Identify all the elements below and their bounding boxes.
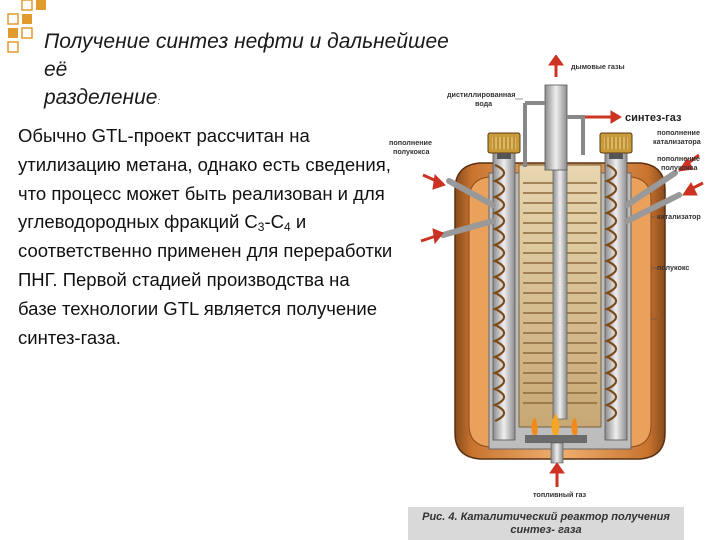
central-coil	[518, 164, 602, 428]
left-auger-tube	[492, 149, 516, 441]
label-semicoke: полукокс	[657, 263, 689, 272]
subscript-4: 4	[284, 220, 291, 235]
page-title: Получение синтез нефти и дальнейшее её р…	[44, 28, 464, 115]
body-text-part-1: Обычно GTL-проект рассчитан на утилизаци…	[18, 125, 391, 233]
flow-arrows	[420, 55, 704, 487]
label-distilled-water-2: вода	[475, 99, 493, 108]
chimney-pipe	[523, 84, 585, 171]
figure-caption: Рис. 4. Каталитический реактор получения…	[408, 507, 684, 540]
left-motor	[487, 132, 521, 159]
label-semicoke-feed-2: полукокса	[661, 163, 699, 172]
label-coke-feed-1: пополнение	[389, 138, 432, 147]
title-line-2: разделение	[44, 86, 158, 109]
label-semicoke-feed-1: пополнение	[657, 154, 700, 163]
right-motor	[599, 132, 633, 159]
corner-decoration	[7, 0, 46, 53]
burner-flames	[525, 413, 587, 464]
title-colon: :	[157, 96, 160, 106]
caption-line-2: синтез- газа	[510, 524, 582, 536]
body-paragraph: Обычно GTL-проект рассчитан на утилизаци…	[18, 122, 393, 352]
right-auger-tube	[604, 149, 628, 441]
label-catalyst-feed-1: пополнение	[657, 128, 700, 137]
body-text-part-2: и соответственно применен для переработк…	[18, 211, 393, 348]
label-catalyst: катализатор	[657, 212, 701, 221]
reactor-diagram: дымовые газы дистиллированная вода синте…	[389, 55, 704, 499]
subscript-3: 3	[257, 220, 265, 235]
title-line-1: Получение синтез нефти и дальнейшее её	[44, 30, 449, 81]
label-distilled-water-1: дистиллированная	[447, 90, 515, 99]
label-coke-feed-2: полукокса	[393, 147, 431, 156]
label-catalyst-feed-2: катализатора	[653, 137, 702, 146]
leader-lines	[515, 98, 657, 320]
label-fuel-gas: топливный газ	[533, 490, 587, 499]
label-syngas: синтез-газ	[625, 112, 682, 124]
label-flue-gases: дымовые газы	[571, 62, 625, 71]
caption-line-1: Рис. 4. Каталитический реактор получения	[422, 511, 670, 523]
feed-pipes	[440, 170, 682, 238]
body-text-dash: -С	[264, 211, 285, 233]
